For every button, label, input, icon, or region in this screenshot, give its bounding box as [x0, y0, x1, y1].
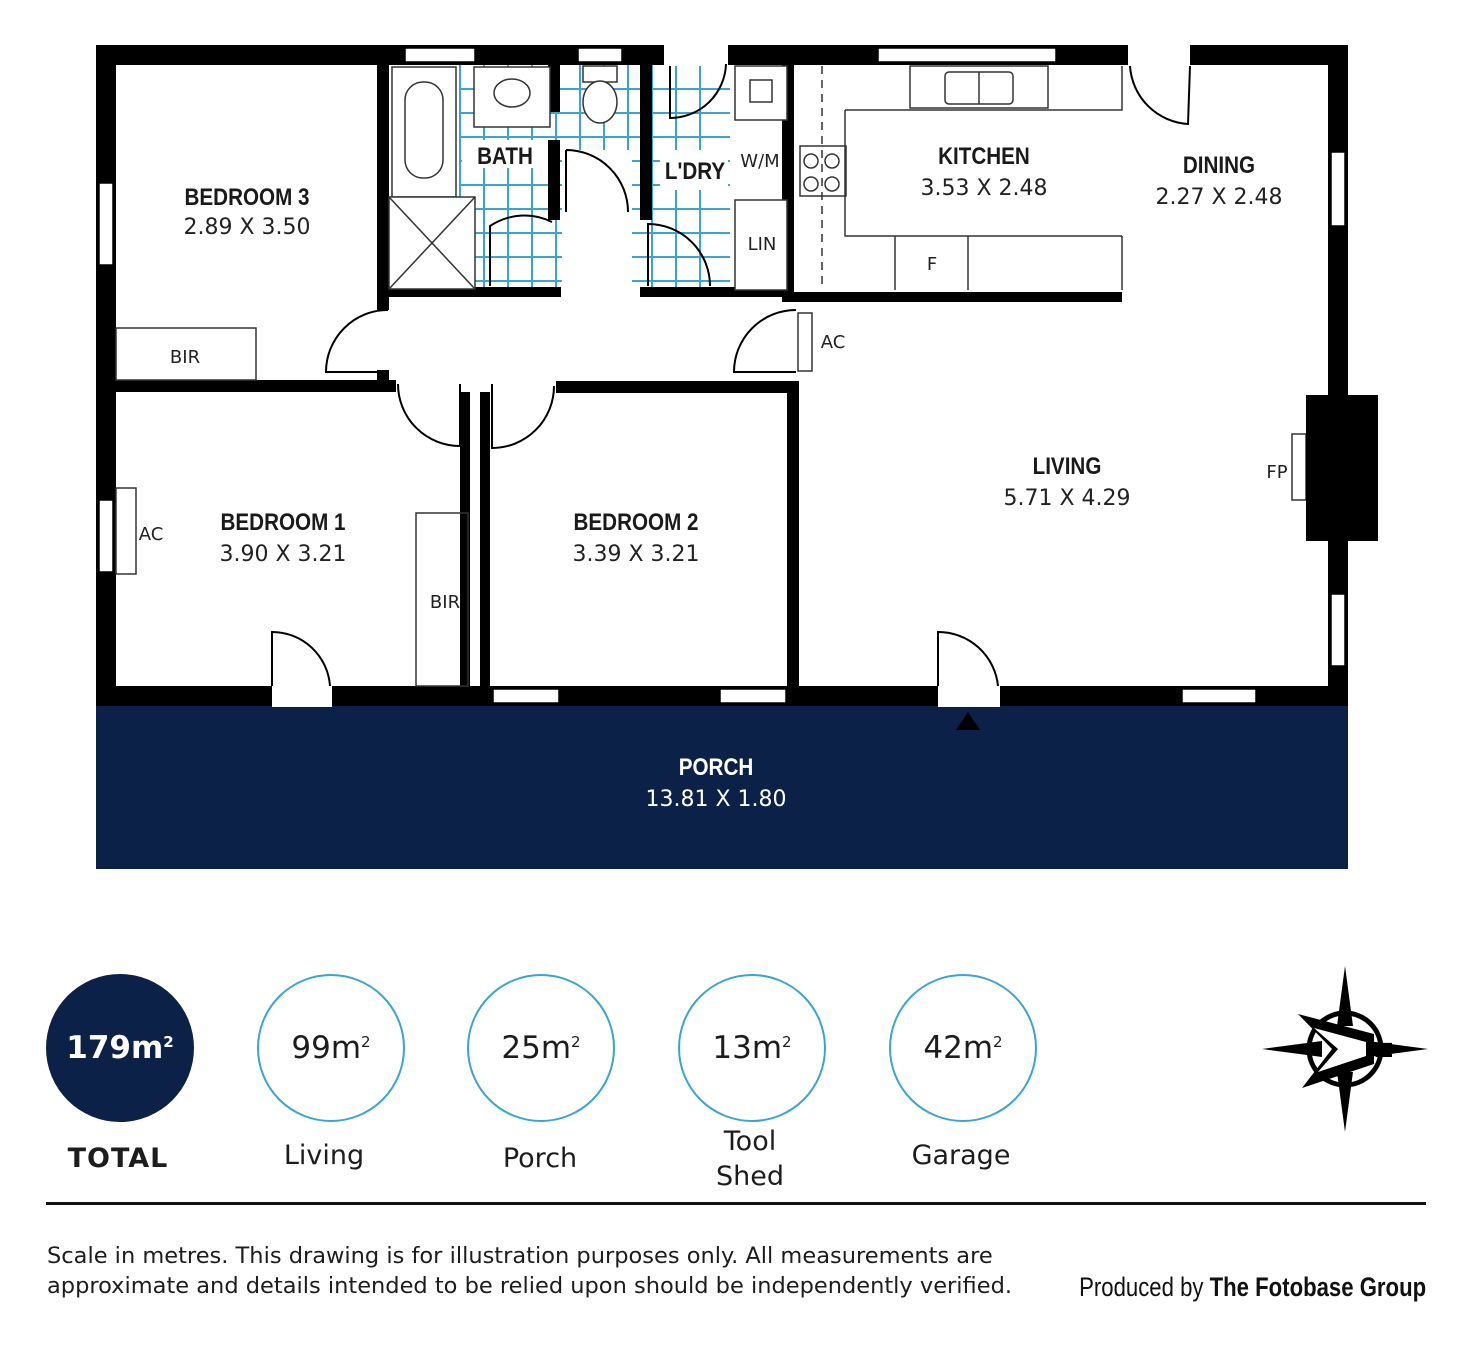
- porch-area-value: 25m: [501, 1030, 572, 1066]
- porch-area: [96, 705, 1348, 869]
- bedroom3-name: BEDROOM 3: [185, 184, 310, 211]
- living-area-sup: 2: [361, 1033, 371, 1051]
- living-name: LIVING: [1033, 453, 1102, 480]
- garage-area-label: Garage: [911, 1140, 1011, 1171]
- dining-name: DINING: [1183, 152, 1255, 179]
- garage-area-value: 42m: [923, 1030, 994, 1066]
- total-area-value: 179m: [66, 1030, 164, 1066]
- porch-dims: 13.81 X 1.80: [645, 787, 786, 812]
- bedroom3-dims: 2.89 X 3.50: [183, 215, 310, 240]
- bedroom2-name: BEDROOM 2: [574, 509, 699, 536]
- bedroom1-name: BEDROOM 1: [221, 509, 346, 536]
- lin-label: LIN: [748, 234, 777, 255]
- wm-label: W/M: [740, 151, 779, 172]
- compass-letter: N: [1371, 1041, 1398, 1058]
- ac-bed1-label: AC: [139, 524, 164, 545]
- dining-dims: 2.27 X 2.48: [1155, 185, 1282, 210]
- total-area-sup: 2: [163, 1033, 174, 1051]
- credit-brand: The Fotobase Group: [1209, 1272, 1426, 1302]
- tool-shed-label-line1: Tool: [723, 1126, 777, 1157]
- disclaimer-line1: Scale in metres. This drawing is for ill…: [47, 1243, 993, 1269]
- credit-prefix: Produced by: [1079, 1272, 1210, 1302]
- tool-shed-label-line2: Shed: [715, 1161, 784, 1192]
- bedroom1-dims: 3.90 X 3.21: [219, 542, 346, 567]
- bath-name: BATH: [477, 143, 533, 170]
- living-dims: 5.71 X 4.29: [1003, 486, 1130, 511]
- porch-area-label: Porch: [502, 1143, 578, 1174]
- porch-name: PORCH: [679, 754, 754, 781]
- living-area-value: 99m: [291, 1030, 362, 1066]
- interior-walls: [116, 60, 1122, 688]
- fridge-label: F: [927, 254, 937, 275]
- garage-area-sup: 2: [993, 1033, 1003, 1051]
- bir1-label: BIR: [430, 592, 460, 613]
- disclaimer: Scale in metres. This drawing is for ill…: [47, 1241, 1087, 1301]
- fp-label: FP: [1266, 462, 1287, 483]
- tool-shed-area-label: Tool Shed: [660, 1124, 840, 1194]
- tool-shed-area-sup: 2: [782, 1033, 792, 1051]
- kitchen-name: KITCHEN: [938, 143, 1030, 170]
- fixtures: [115, 65, 1307, 687]
- laundry-name: L'DRY: [665, 158, 725, 185]
- floor-plan: BEDROOM 3 2.89 X 3.50 BATH L'DRY KITCHEN…: [96, 44, 1378, 869]
- living-area-label: Living: [283, 1140, 365, 1171]
- door-swings: [271, 63, 1191, 687]
- ac-living-label: AC: [821, 332, 846, 353]
- total-area-label: TOTAL: [67, 1143, 169, 1174]
- bedroom2-dims: 3.39 X 3.21: [572, 542, 699, 567]
- kitchen-dims: 3.53 X 2.48: [920, 176, 1047, 201]
- bir3-label: BIR: [170, 347, 200, 368]
- compass-icon: N: [1262, 966, 1428, 1132]
- footer-divider: [46, 1202, 1426, 1205]
- fireplace: [1306, 395, 1378, 541]
- producer-credit: Produced by The Fotobase Group: [1079, 1272, 1426, 1303]
- entry-arrow: [956, 712, 980, 730]
- tool-shed-area-value: 13m: [712, 1030, 783, 1066]
- exterior-walls: [96, 45, 1348, 706]
- porch-area-sup: 2: [571, 1033, 581, 1051]
- disclaimer-line2: approximate and details intended to be r…: [47, 1273, 1013, 1299]
